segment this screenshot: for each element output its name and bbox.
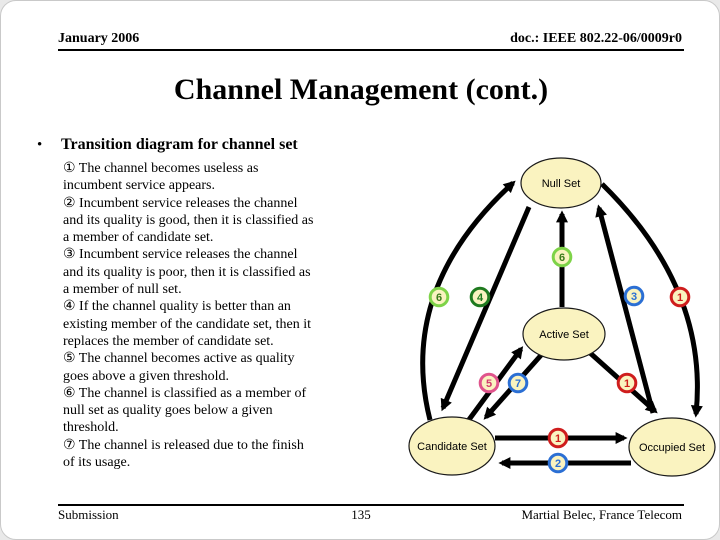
svg-text:4: 4 [477, 292, 484, 304]
svg-text:3: 3 [631, 291, 637, 303]
badge-5-candidate-active: 5 [478, 372, 500, 394]
transition-item-1: ① The channel becomes useless as incumbe… [63, 161, 259, 194]
transition-item-7: ⑦ The channel is released due to the fin… [63, 437, 304, 471]
footer-author: Martial Belec, France Telecom [521, 507, 682, 522]
badge-6-candidate-null: 6 [428, 286, 450, 308]
svg-text:1: 1 [624, 378, 630, 390]
svg-text:2: 2 [555, 458, 561, 470]
badge-6-active-null: 6 [551, 246, 573, 268]
footer-page-number: 135 [351, 507, 371, 522]
svg-text:1: 1 [555, 433, 561, 445]
edge-occupied-to-null [595, 204, 656, 414]
bullet-marker: • [37, 137, 43, 153]
transition-item-2: ② Incumbent service releases the channel… [63, 195, 314, 246]
node-null-set-label: Null Set [542, 178, 581, 190]
badge-7-active-candidate: 7 [507, 372, 529, 394]
svg-text:7: 7 [515, 378, 521, 390]
node-candidate-set-label: Candidate Set [417, 441, 487, 453]
footer-divider [58, 504, 684, 506]
header-divider [58, 49, 684, 51]
transition-item-4: ④ If the channel quality is better than … [63, 299, 312, 349]
node-active-set-label: Active Set [539, 329, 589, 341]
svg-text:5: 5 [486, 378, 492, 390]
slide-title: Channel Management (cont.) [173, 73, 549, 106]
svg-text:6: 6 [436, 292, 442, 304]
svg-text:6: 6 [559, 252, 565, 264]
edge-null-to-candidate [440, 206, 532, 412]
transition-item-6: ⑥ The channel is classified as a member … [63, 385, 307, 436]
badge-4-null-candidate: 4 [469, 286, 491, 308]
badge-1-candidate-occupied: 1 [547, 427, 569, 449]
badge-2-occupied-candidate: 2 [547, 452, 569, 474]
transition-descriptions: ① The channel becomes useless as incumbe… [63, 160, 403, 471]
node-occupied-set: Occupied Set [628, 417, 716, 477]
footer-submission: Submission [58, 507, 119, 522]
badge-1-active-occupied: 1 [616, 372, 638, 394]
node-active-set: Active Set [522, 307, 606, 361]
bullet-heading: Transition diagram for channel set [61, 136, 298, 153]
header-date: January 2006 [58, 31, 140, 46]
badge-1-null-occupied: 1 [669, 286, 691, 308]
header-doc-number: doc.: IEEE 802.22-06/0009r0 [510, 31, 682, 46]
transition-item-3: ③ Incumbent service releases the channel… [63, 247, 311, 298]
node-candidate-set: Candidate Set [408, 416, 496, 476]
svg-text:1: 1 [677, 292, 683, 304]
badge-3-occupied-null: 3 [623, 285, 645, 307]
node-occupied-set-label: Occupied Set [639, 442, 705, 454]
node-null-set: Null Set [520, 157, 602, 209]
transition-item-5: ⑤ The channel becomes active as quality … [63, 351, 295, 384]
